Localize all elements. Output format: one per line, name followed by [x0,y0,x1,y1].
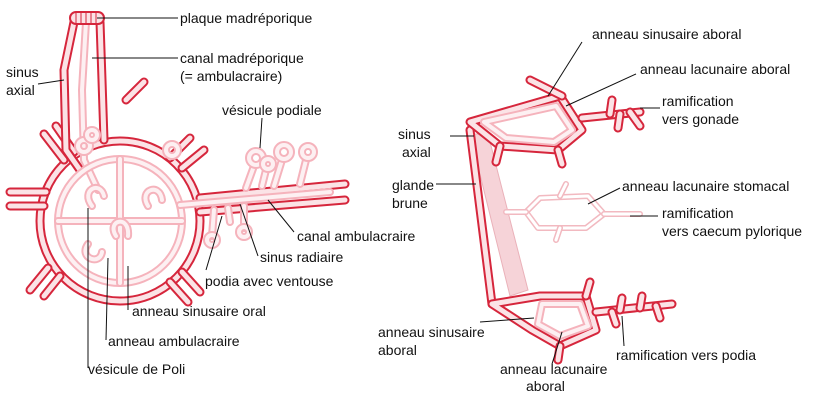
label-plaque-madreporique: plaque madréporique [180,10,313,26]
label-ramification-caecum-1: ramification [662,205,734,221]
label-glande-brune-2: brune [392,195,428,211]
label-ramification-vers-podia: ramification vers podia [616,347,756,363]
label-anneau-lacunaire-aboral-top: anneau lacunaire aboral [640,61,790,77]
label-glande-brune-1: glande [392,177,434,193]
label-anneau-sinusaire-aboral-top: anneau sinusaire aboral [592,26,741,42]
label-podia-avec-ventouse: podia avec ventouse [205,273,334,289]
label-sinus-axial-right-1: sinus [398,126,431,142]
gastric-lacunar-ring [506,184,640,240]
label-sinus-axial-left-1: sinus [6,64,39,80]
label-canal-ambulacraire: canal ambulacraire [297,228,415,244]
label-anneau-ambulacraire: anneau ambulacraire [108,333,240,349]
label-sinus-radiaire: sinus radiaire [260,249,343,265]
right-labels: anneau sinusaire aboral anneau lacunaire… [378,26,802,394]
upper-aboral-ring [470,80,640,164]
label-anneau-sinusaire-aboral-bottom-1: anneau sinusaire [378,324,485,340]
label-vesicule-de-poli: vésicule de Poli [88,361,185,377]
label-canal-madreporique: canal madréporique [180,50,304,66]
label-ramification-gonade-2: vers gonade [662,111,739,127]
label-sinus-axial-left-2: axial [6,82,35,98]
label-canal-madreporique-sub: (= ambulacraire) [180,68,282,84]
label-anneau-sinusaire-oral: anneau sinusaire oral [132,303,266,319]
label-anneau-sinusaire-aboral-bottom-2: aboral [378,342,417,358]
right-hemal-system [470,80,672,360]
label-ramification-gonade-1: ramification [662,93,734,109]
podial-vesicles [246,145,314,188]
label-sinus-axial-right-2: axial [402,144,431,160]
label-anneau-lacunaire-aboral-bottom-1: anneau lacunaire [500,361,608,377]
label-ramification-caecum-2: vers caecum pylorique [662,223,802,239]
label-anneau-lacunaire-stomacal: anneau lacunaire stomacal [622,178,789,194]
label-anneau-lacunaire-aboral-bottom-2: aboral [526,378,565,394]
label-vesicule-podiale: vésicule podiale [222,102,322,118]
